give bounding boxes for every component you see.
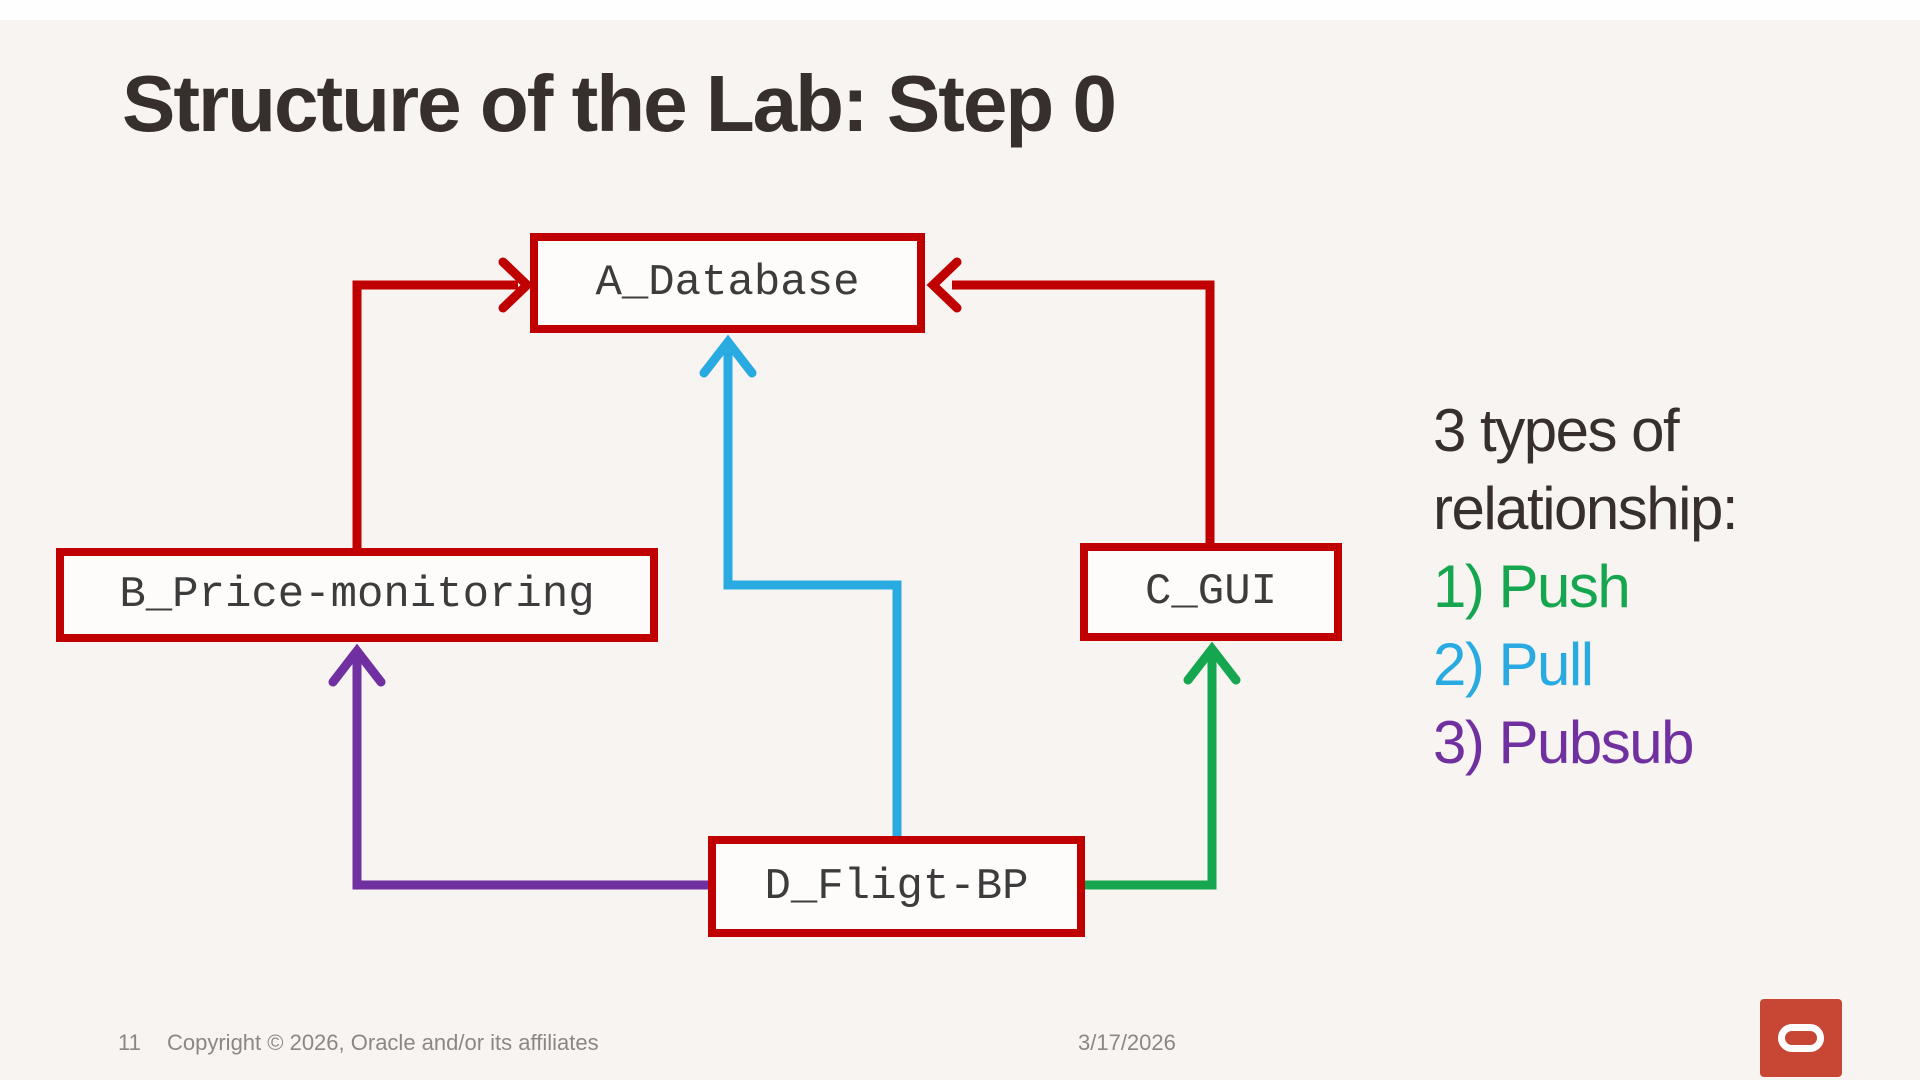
legend-heading-line-2: relationship: xyxy=(1433,475,1739,542)
slide-title: Structure of the Lab: Step 0 xyxy=(122,59,1117,148)
oracle-o-icon xyxy=(1778,1024,1824,1052)
oracle-logo xyxy=(1760,999,1842,1077)
footer-copyright: Copyright © 2026, Oracle and/or its affi… xyxy=(167,1030,599,1055)
arrow-b-to-a xyxy=(352,257,534,550)
legend: 3 types of relationship: 1) Push 2) Pull… xyxy=(1433,392,1833,782)
node-b-price-monitoring-label: B_Price-monitoring xyxy=(119,570,595,620)
arrow-d-to-c-push xyxy=(1085,641,1241,890)
legend-item-pull: 2) Pull xyxy=(1433,631,1594,698)
legend-heading-line-1: 3 types of xyxy=(1433,397,1680,464)
legend-item-push: 1) Push xyxy=(1433,553,1631,620)
node-a-database: A_Database xyxy=(530,233,925,333)
arrow-c-to-a xyxy=(926,257,1215,545)
node-c-gui: C_GUI xyxy=(1080,543,1342,641)
legend-item-pubsub: 3) Pubsub xyxy=(1433,709,1695,776)
footer-date: 3/17/2026 xyxy=(1078,1030,1176,1055)
node-d-fligt-bp: D_Fligt-BP xyxy=(708,836,1085,937)
slide-top-band xyxy=(0,0,1920,20)
node-d-fligt-bp-label: D_Fligt-BP xyxy=(764,861,1029,912)
arrow-d-to-a-pull xyxy=(699,334,902,840)
arrow-d-to-b-pubsub xyxy=(328,643,708,890)
node-b-price-monitoring: B_Price-monitoring xyxy=(56,548,658,642)
footer-page-number: 11 xyxy=(118,1030,141,1055)
node-a-database-label: A_Database xyxy=(595,258,860,308)
node-c-gui-label: C_GUI xyxy=(1144,567,1278,617)
